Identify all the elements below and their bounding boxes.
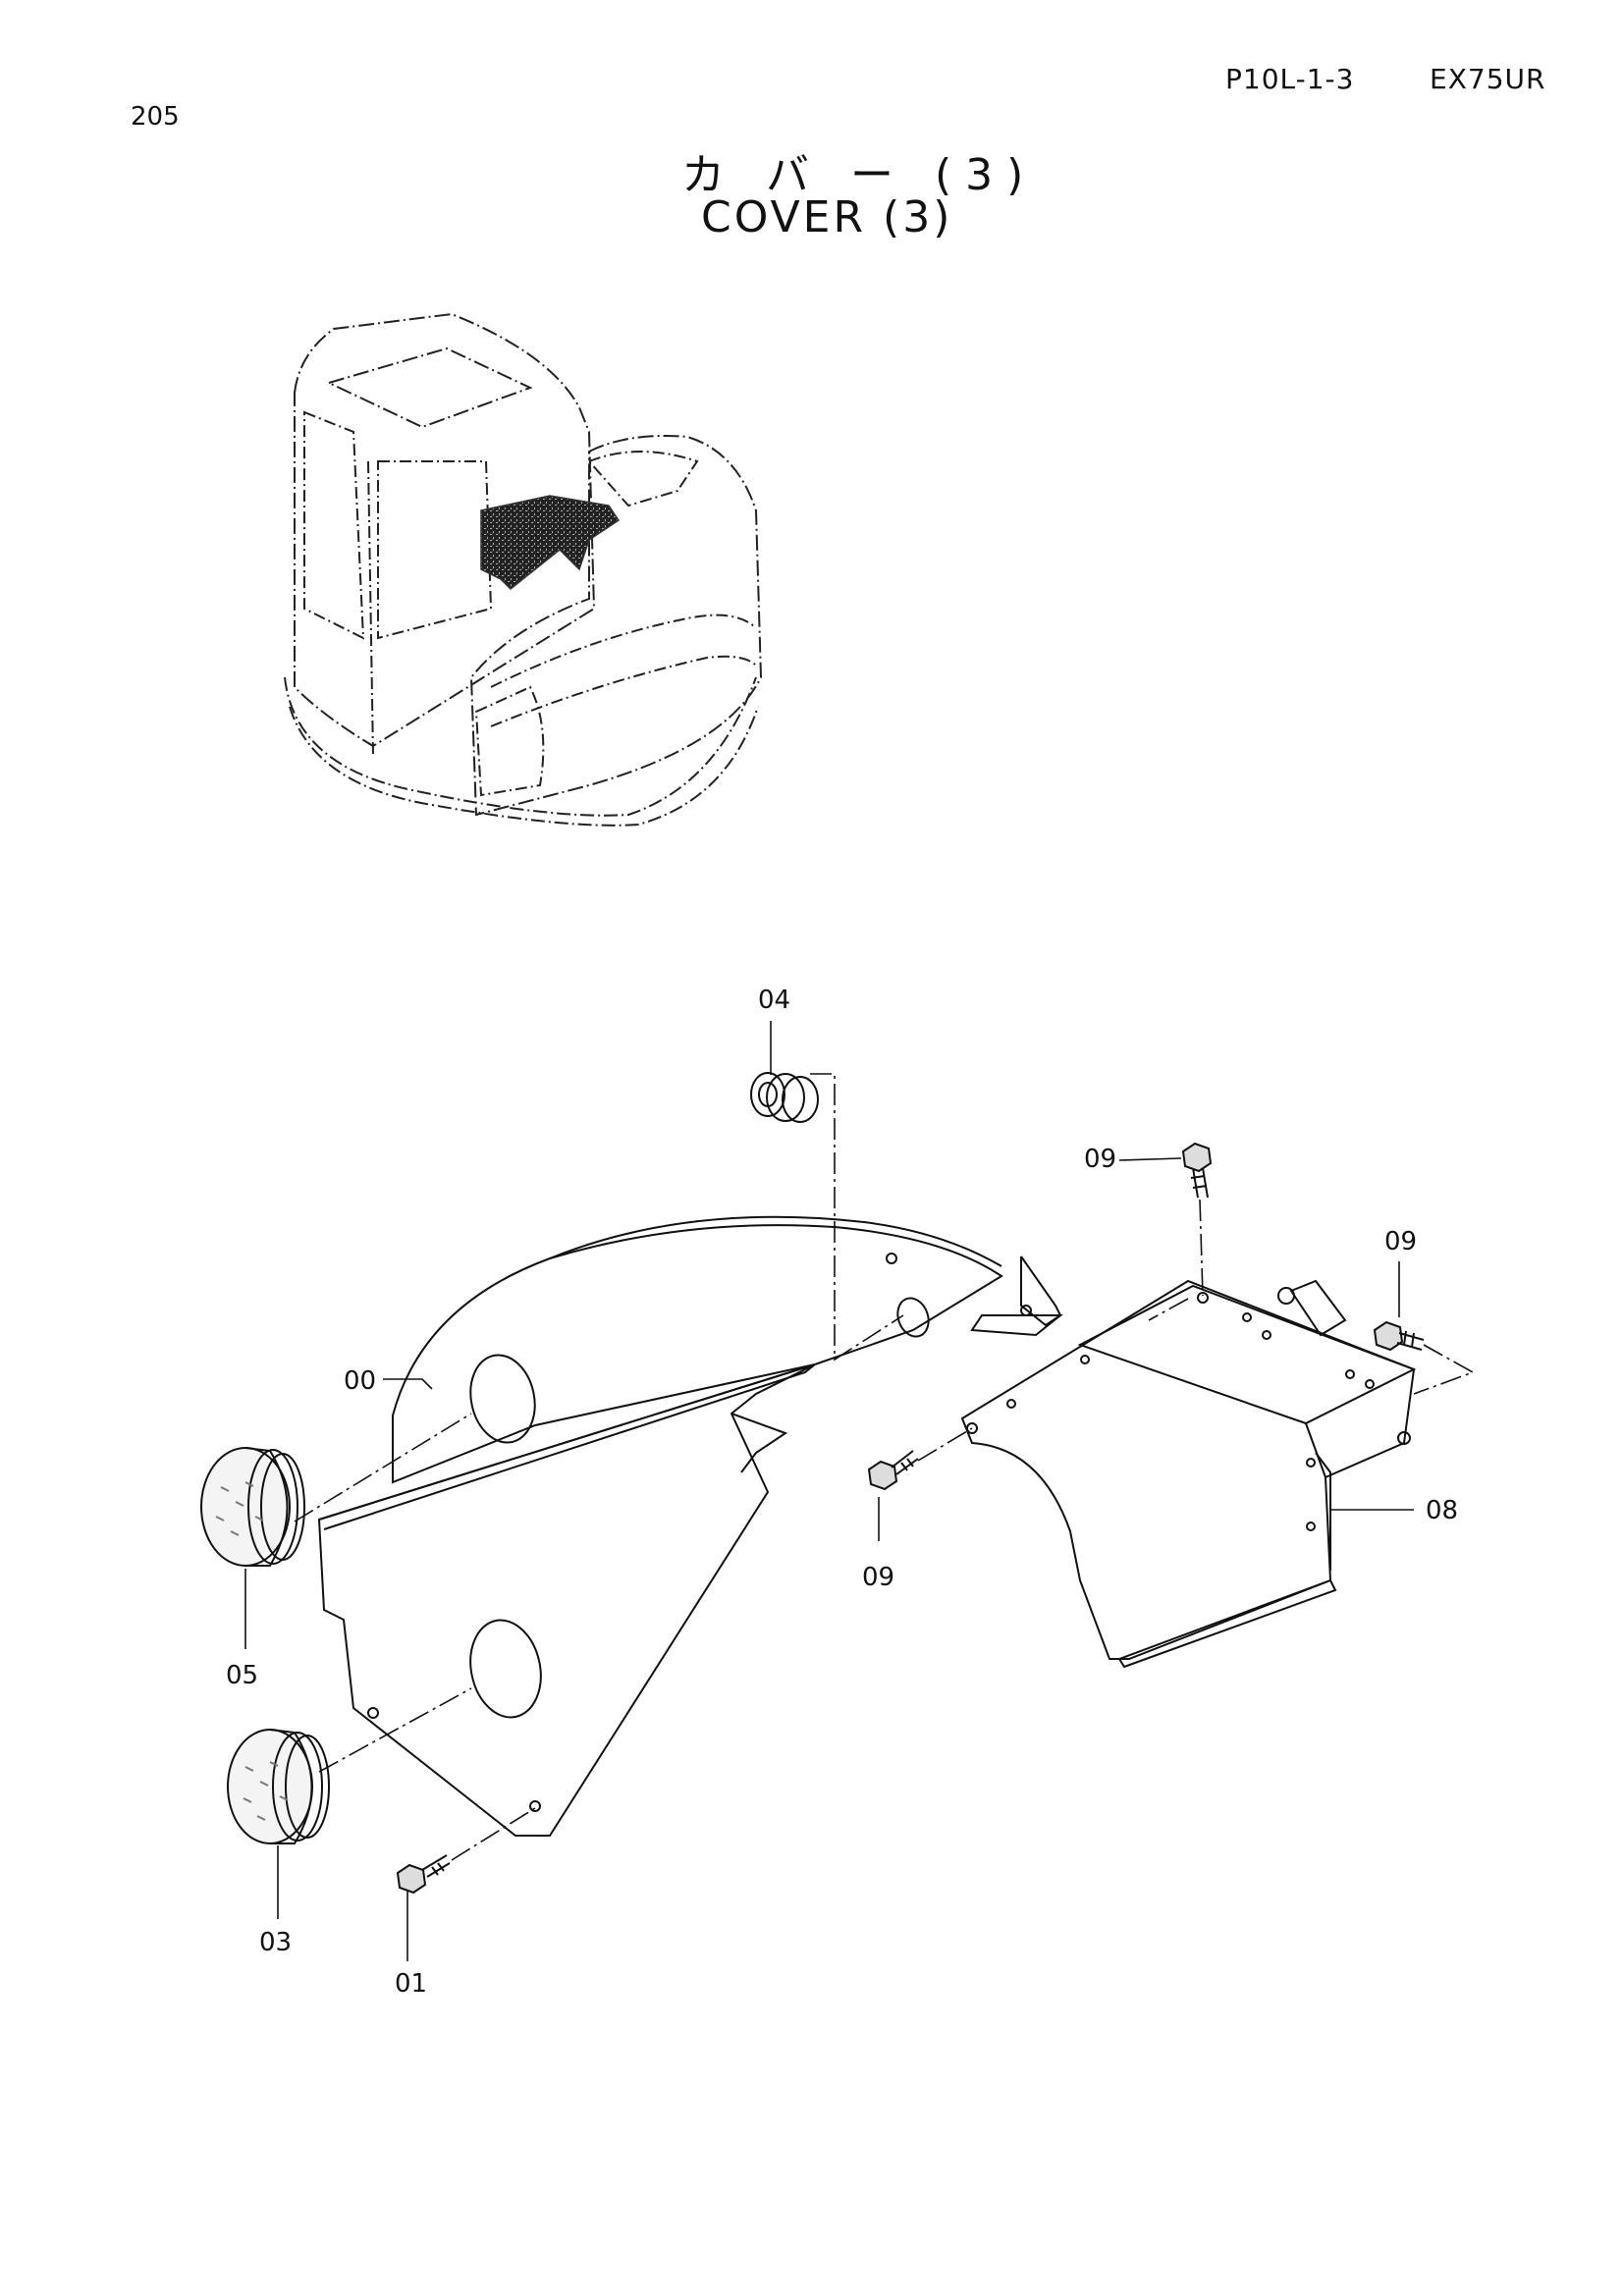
cab-outline [294,312,596,748]
callout-00: 00 [344,1366,377,1396]
title-english: COVER (3) [701,192,953,242]
cab-front-window [303,410,365,640]
engine-hood [469,435,763,817]
reference-code: P10L-1-3 [1225,63,1355,95]
bolt-hole [1242,1312,1252,1322]
page-number: 205 [131,102,180,132]
bolt-09-top [1181,1142,1213,1199]
leader-lines [244,1021,1414,1961]
callout-09-mid: 09 [862,1563,895,1592]
bolt-hole [367,1707,379,1719]
callout-03: 03 [259,1928,293,1957]
bolt-hole [1080,1355,1090,1364]
bolt-hole [1306,1522,1316,1531]
highlighted-cover-part [480,495,621,591]
cab-side-window [377,460,493,640]
callout-04: 04 [758,986,791,1015]
light-hole-lower [469,1619,542,1719]
assembly-lines [294,1073,1475,1861]
side-panel-08 [960,1279,1416,1660]
lamp-03 [227,1729,330,1844]
title-japanese: カ バ ー (3) [681,150,1038,200]
bolt-hole [886,1253,897,1264]
bolt-hole [1006,1399,1016,1409]
callout-09-right: 09 [1384,1227,1418,1256]
panel-08-bottom [1117,1578,1337,1669]
tail-light-housing [474,685,545,797]
cover-panel-00 [392,1224,1003,1484]
panel-08-top [1077,1284,1417,1425]
cab-door-line [367,460,374,757]
bolt-hole [1365,1379,1375,1389]
engine-hood-top [587,451,699,507]
counterweight-curve-2 [490,655,759,727]
grommet-04 [750,1072,819,1123]
cover-fold [730,1413,788,1473]
bolt-hole [529,1800,541,1812]
cab-roof [326,347,533,429]
lamp-05 [200,1447,305,1567]
cover-front-edge [318,1363,816,1530]
model-code: EX75UR [1430,63,1546,95]
bolt-09-mid [867,1450,919,1491]
bolt-hole [1197,1292,1209,1304]
bolt-hole [1397,1431,1411,1445]
panel-08-fold [1315,1452,1331,1571]
cover-top-edge [549,1215,1002,1267]
bolt-01 [396,1854,451,1895]
bolt-hole [1345,1369,1355,1379]
fitting-bracket [1289,1279,1347,1337]
panel-08-edge [1305,1422,1326,1478]
cover-lower-panel [317,1363,816,1837]
upper-frame-outline [284,676,757,817]
fitting-nut [1277,1287,1295,1305]
counterweight-curve [490,614,757,688]
light-hole-upper [469,1354,536,1444]
bolt-hole [966,1422,978,1434]
upper-frame-inner [289,706,759,827]
bolt-hole [1262,1330,1271,1340]
callout-09-top: 09 [1084,1145,1117,1174]
bolt-09-right [1373,1320,1425,1352]
bolt-hole [1306,1458,1316,1468]
callout-08: 08 [1426,1496,1459,1525]
callout-05: 05 [226,1661,259,1690]
bracket-plate [970,1314,1063,1337]
grommet-hole [896,1297,930,1338]
callout-01: 01 [395,1969,428,1999]
